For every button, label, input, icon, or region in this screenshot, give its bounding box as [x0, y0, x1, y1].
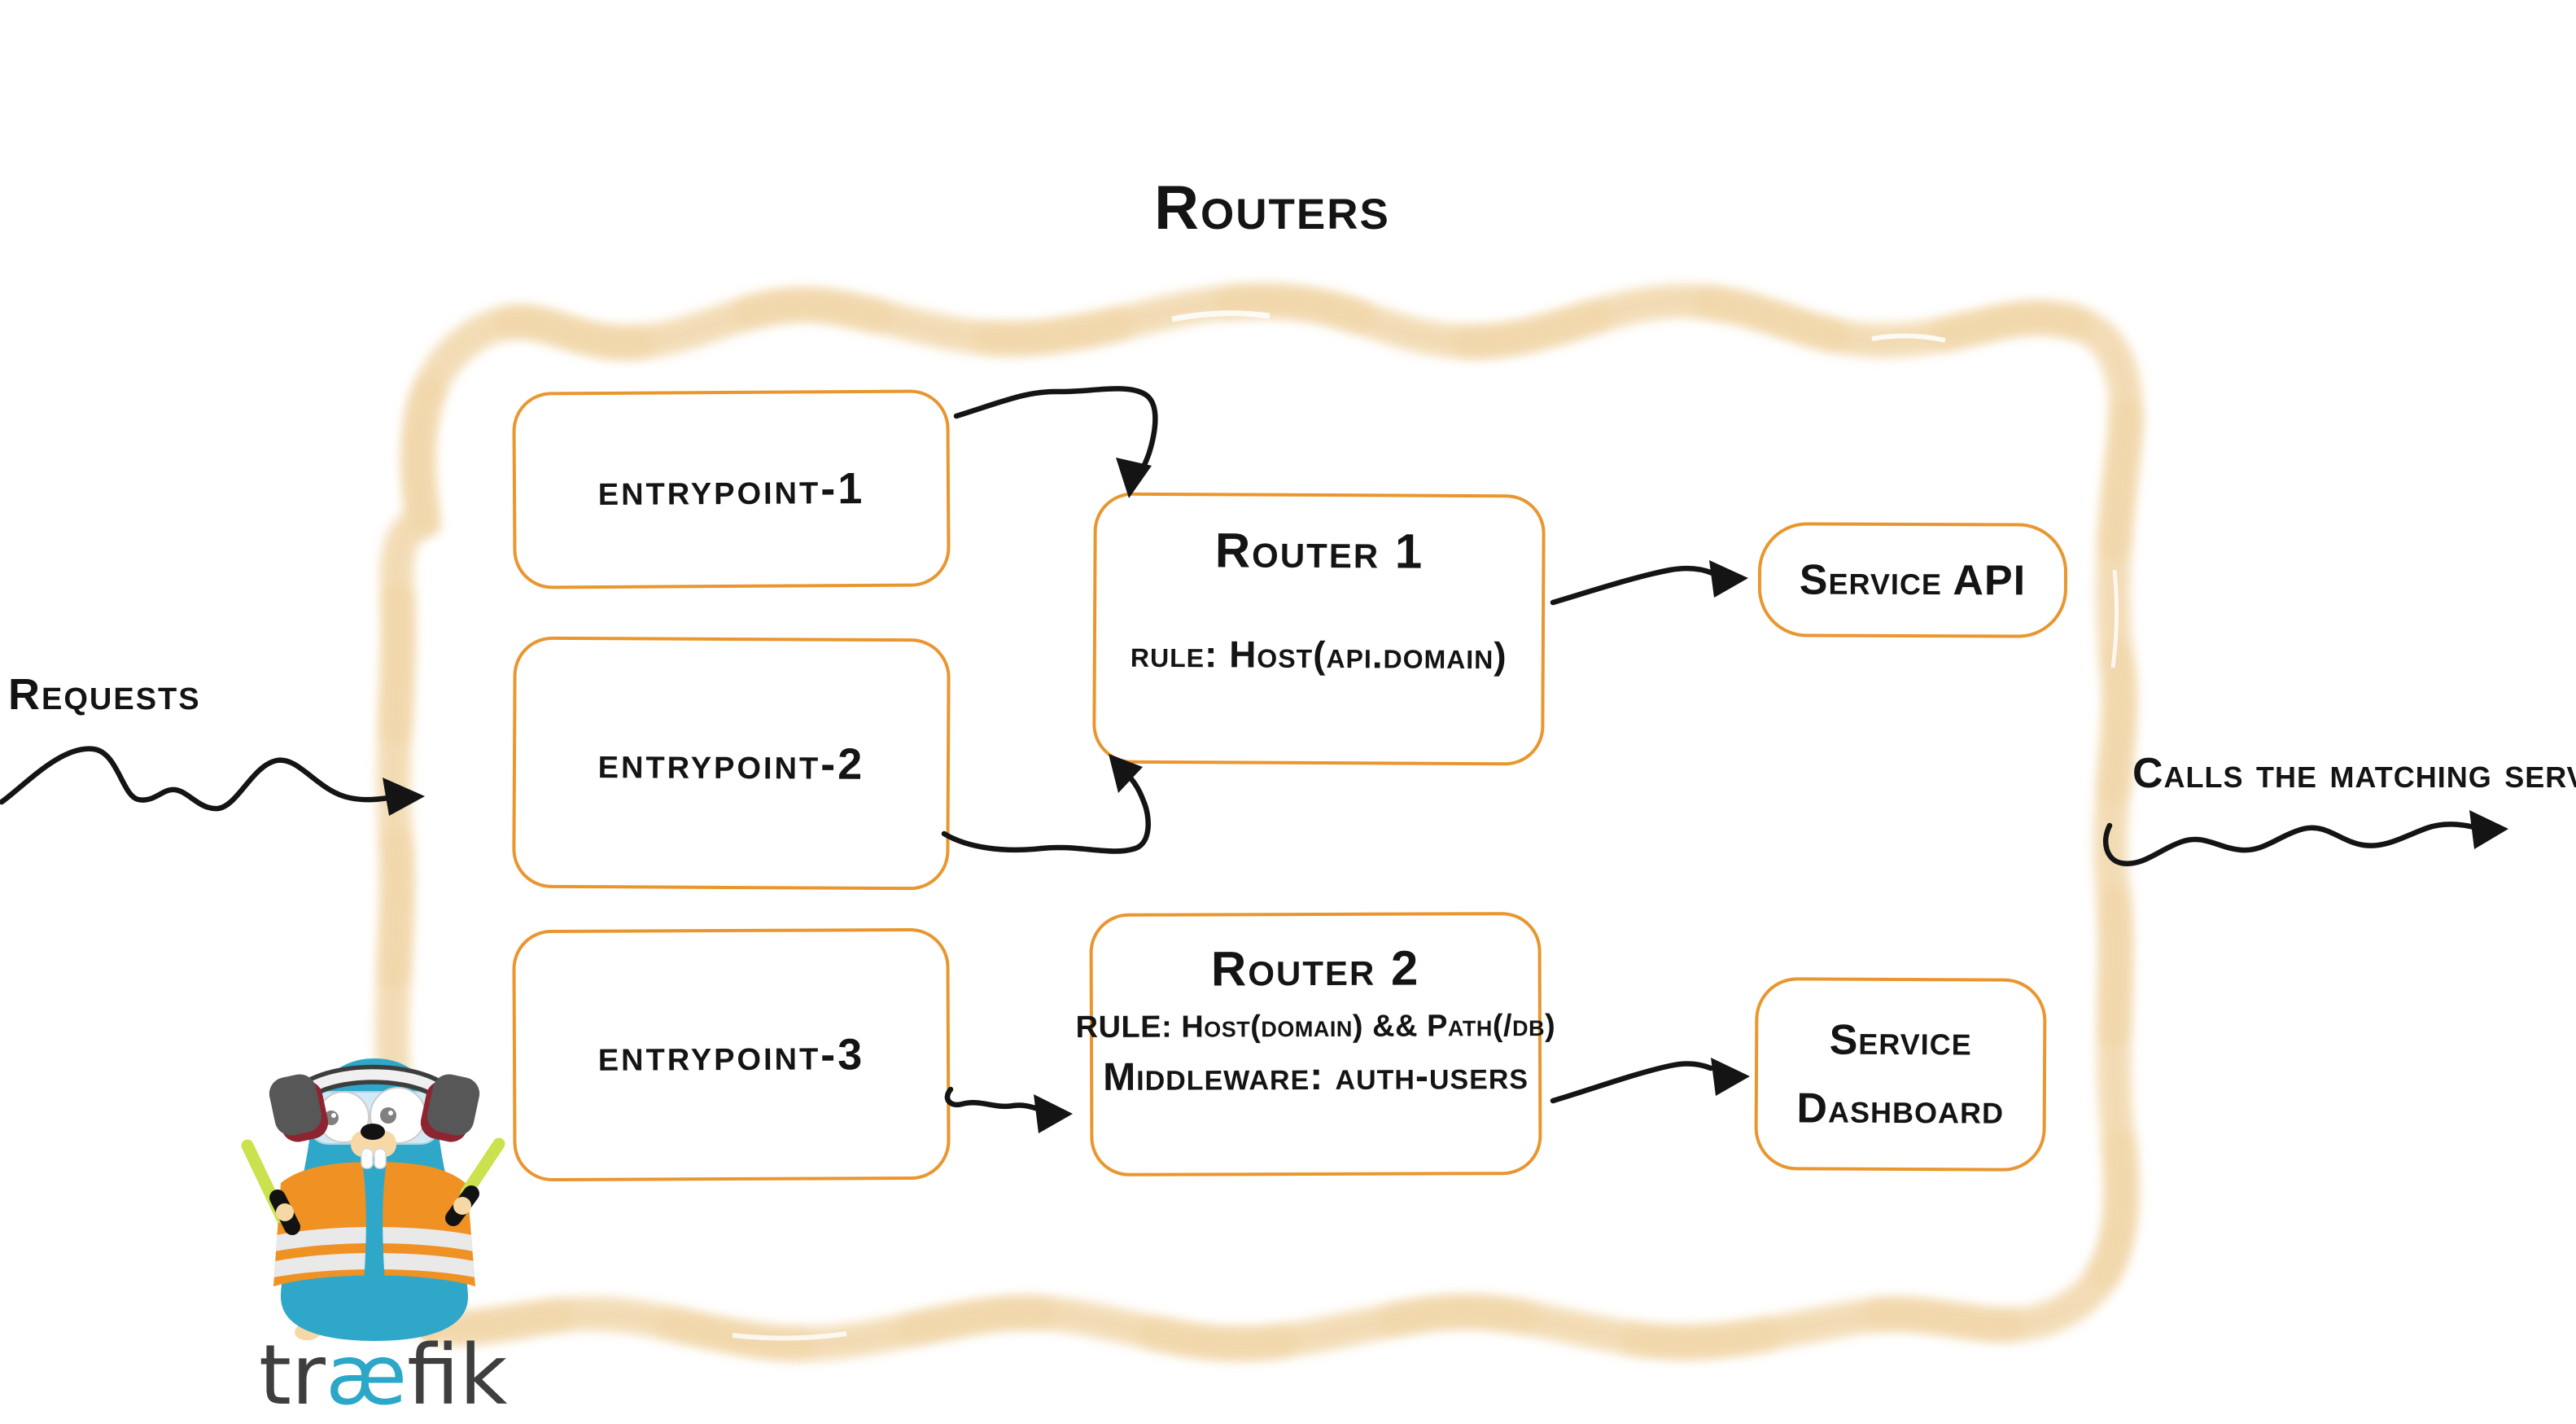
traefik-wordmark-fik: fik: [407, 1327, 508, 1424]
traefik-wordmark-ae: æ: [325, 1327, 408, 1424]
requests-arrow-icon: [0, 746, 425, 816]
calls-arrow-icon: [2103, 810, 2508, 866]
calls-the-matching-server-label: Calls the matching server: [2132, 750, 2576, 797]
arrow-entrypoint3-to-router2-icon: [944, 1086, 1073, 1133]
arrow-entrypoint1-to-router1-icon: [953, 386, 1158, 498]
traefik-wordmark-tr: tr: [259, 1327, 326, 1424]
traefik-wordmark: træfik: [259, 1327, 507, 1424]
requests-label: Requests: [8, 670, 201, 719]
arrow-router2-to-service-dashboard-icon: [1550, 1058, 1750, 1104]
arrow-entrypoint2-to-router1-icon: [941, 754, 1151, 854]
traefik-gopher-icon: [241, 1058, 505, 1341]
diagram-title: Routers: [1154, 173, 1390, 243]
arrow-router1-to-service-api-icon: [1550, 560, 1748, 606]
